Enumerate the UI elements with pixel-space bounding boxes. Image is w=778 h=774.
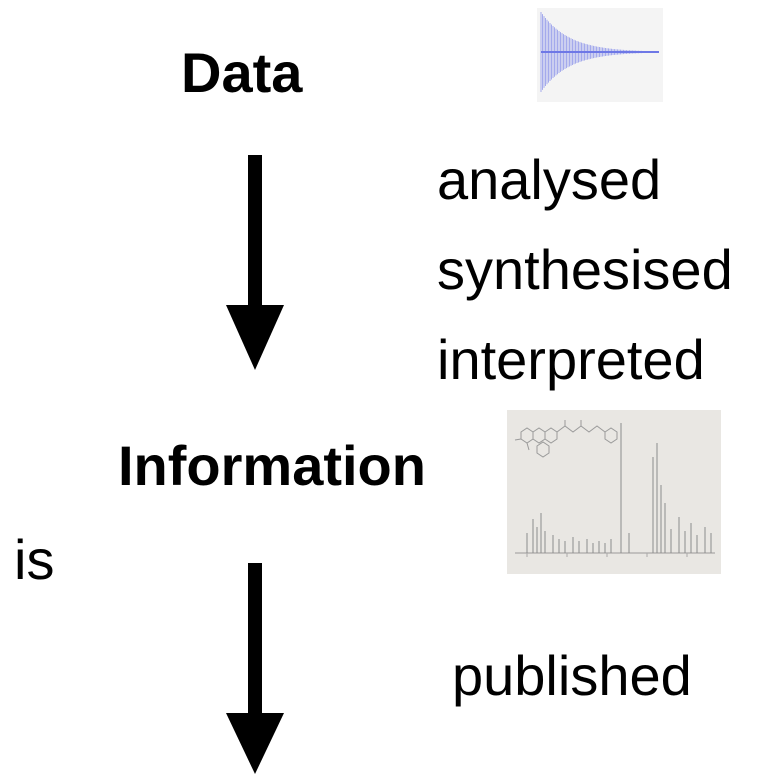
is-label: is — [14, 528, 55, 591]
arrow-down-icon — [226, 155, 284, 370]
data-label: Data — [181, 41, 303, 104]
process-published: published — [452, 644, 692, 707]
process-synthesised: synthesised — [437, 238, 733, 301]
process-interpreted: interpreted — [437, 328, 705, 391]
process-analysed: analysed — [437, 148, 662, 211]
arrow-down-icon — [226, 563, 284, 774]
information-label: Information — [118, 434, 426, 497]
fid-signal-image — [537, 8, 663, 102]
nmr-spectrum-image — [507, 410, 721, 574]
